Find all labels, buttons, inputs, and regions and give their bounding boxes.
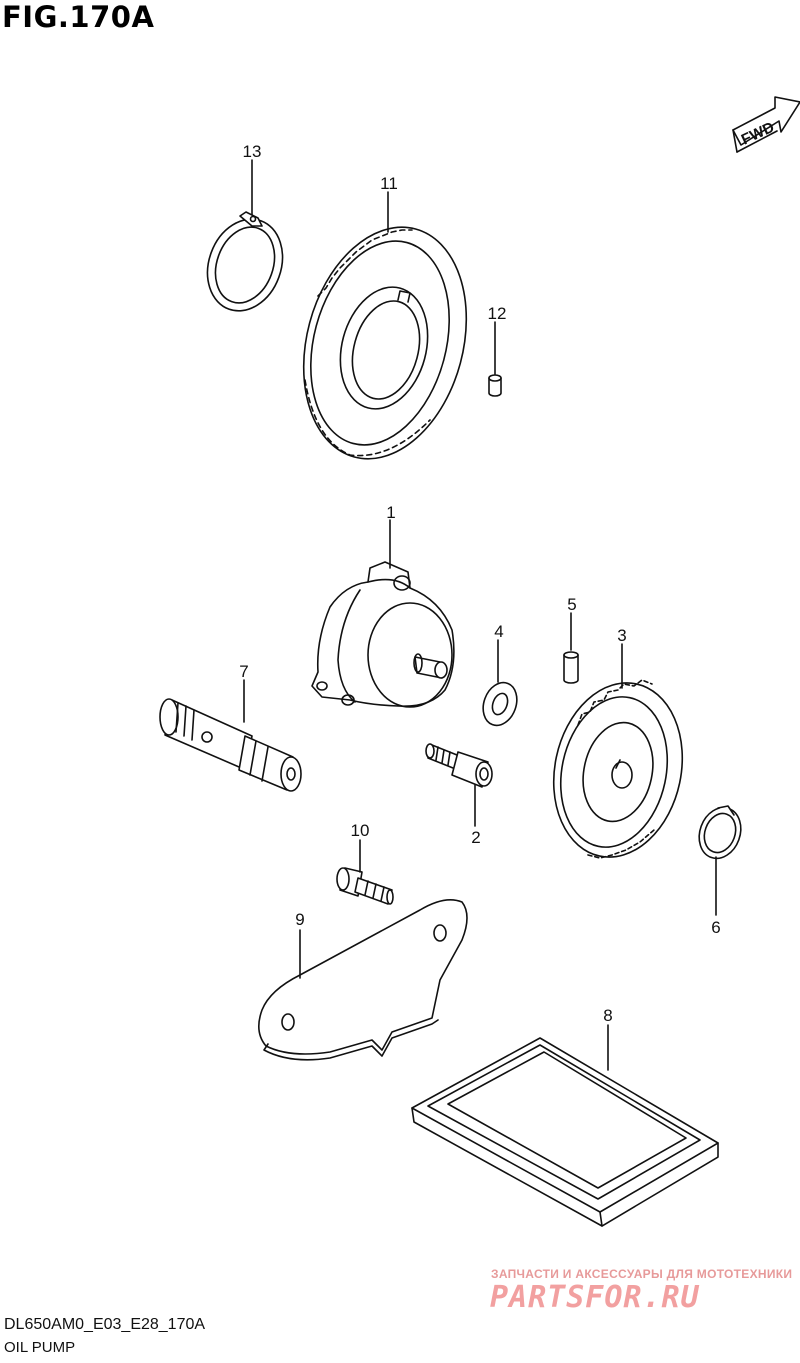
callout-4: 4 (494, 622, 503, 641)
figure-name: OIL PUMP (4, 1339, 76, 1356)
part-1-oil-pump-assembly[interactable] (311, 561, 455, 708)
callout-5: 5 (567, 595, 576, 614)
part-13-circlip[interactable] (195, 209, 295, 322)
part-11-oil-pump-driven-gear[interactable] (279, 209, 491, 477)
part-2-bolt[interactable] (425, 743, 493, 788)
fwd-direction-arrow: FWD (732, 96, 800, 153)
leader-lines (243, 159, 717, 1071)
part-10-bolt[interactable] (336, 867, 394, 905)
part-8-oil-strainer[interactable] (411, 1037, 719, 1227)
callout-13: 13 (243, 142, 262, 161)
callout-1: 1 (386, 503, 395, 522)
watermark-logo: PARTSFOR.RU (490, 1280, 700, 1315)
callout-labels: 13 11 12 1 4 5 3 7 2 6 10 9 8 (239, 142, 720, 1025)
watermark-tagline: ЗАПЧАСТИ И АКСЕССУАРЫ ДЛЯ МОТОТЕХНИКИ (491, 1267, 793, 1281)
callout-3: 3 (617, 626, 626, 645)
part-5-pin[interactable] (563, 651, 579, 684)
figure-title: FIG.170A (2, 0, 155, 34)
callout-2: 2 (471, 828, 480, 847)
callout-7: 7 (239, 662, 248, 681)
part-6-circlip[interactable] (692, 802, 747, 865)
callout-9: 9 (295, 910, 304, 929)
part-3-oil-pump-gear[interactable] (538, 671, 698, 869)
callout-6: 6 (711, 918, 720, 937)
callout-10: 10 (351, 821, 370, 840)
part-7-oil-pressure-nipple[interactable] (159, 698, 302, 792)
callout-8: 8 (603, 1006, 612, 1025)
callout-11: 11 (380, 174, 398, 193)
part-9-cover-plate[interactable] (258, 899, 468, 1061)
figure-code: DL650AM0_E03_E28_170A (4, 1316, 206, 1333)
part-4-washer[interactable] (477, 678, 522, 730)
callout-12: 12 (488, 304, 507, 323)
part-12-dowel-pin[interactable] (488, 374, 502, 397)
